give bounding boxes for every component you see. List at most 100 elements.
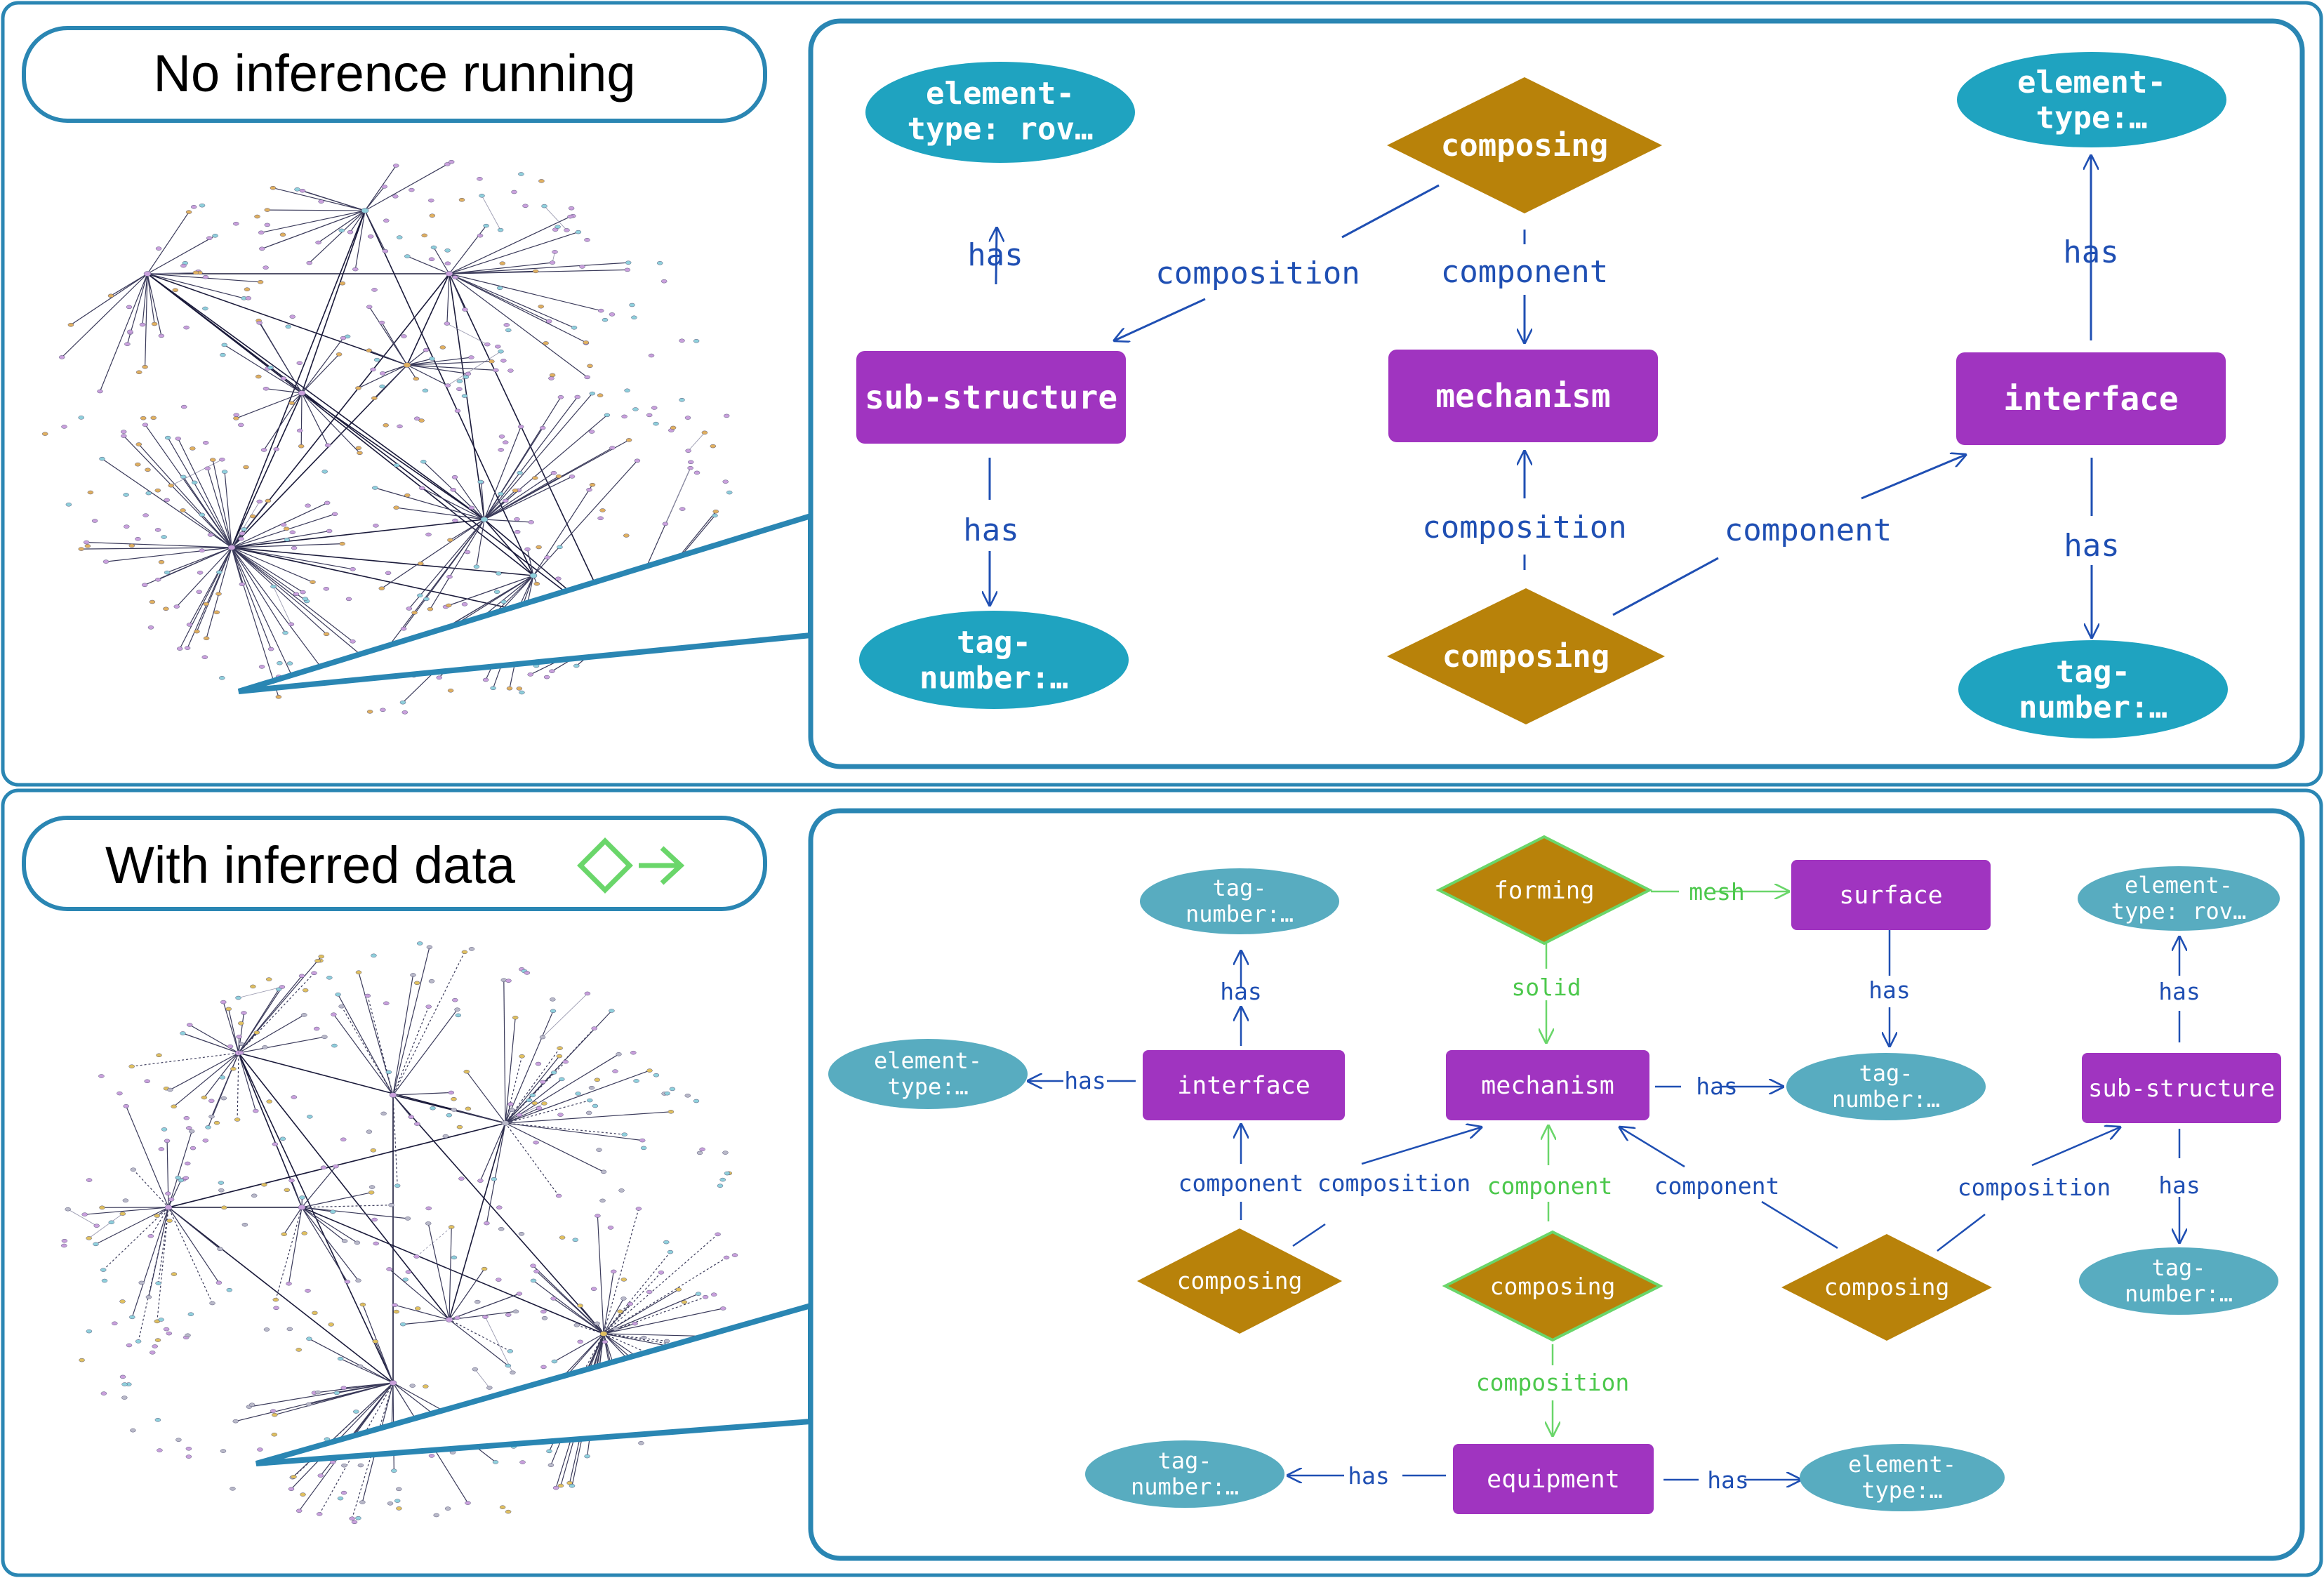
network-node [397, 424, 403, 429]
label-component-left: component [1178, 1169, 1304, 1197]
network-edge [449, 1293, 520, 1320]
node-composing-top-label: composing [1441, 128, 1608, 164]
network-edge [61, 273, 148, 358]
node-forming-label: forming [1494, 877, 1594, 905]
network-node [91, 519, 98, 523]
network-edge [131, 1207, 169, 1318]
network-node [154, 1418, 161, 1422]
network-node [215, 592, 222, 596]
network-node [502, 440, 509, 444]
network-node [396, 235, 403, 239]
network-edge [147, 273, 155, 324]
network-node [461, 950, 468, 955]
network-edge [484, 500, 506, 520]
network-node [182, 1176, 190, 1180]
network-edge [224, 472, 232, 548]
network-node [218, 1181, 225, 1185]
network-edge [309, 210, 366, 264]
network-node [340, 336, 347, 340]
network-edge [368, 306, 408, 366]
network-node [378, 586, 385, 590]
network-edge [147, 273, 408, 366]
network-node [446, 1113, 453, 1118]
network-edge [301, 1207, 345, 1242]
network-node [451, 1096, 457, 1101]
network-node [61, 1243, 67, 1248]
network-edge [484, 519, 534, 576]
network-node [138, 1280, 145, 1285]
label-composition-left: composition [1317, 1169, 1471, 1197]
network-node [621, 1132, 628, 1136]
network-node [410, 973, 416, 977]
network-edge [238, 986, 283, 998]
network-node [679, 397, 685, 402]
network-node [498, 448, 504, 452]
network-node [100, 1268, 107, 1272]
network-edge [364, 161, 452, 211]
network-edge [189, 547, 232, 625]
network-edge [133, 1169, 169, 1208]
network-node [176, 647, 183, 651]
network-node [121, 434, 127, 438]
network-edge [99, 273, 148, 392]
network-node [234, 1118, 241, 1122]
network-node [302, 597, 309, 601]
network-node [627, 1301, 634, 1306]
network-node [164, 1139, 171, 1143]
node-composing-bottom-label: composing [1442, 639, 1609, 675]
network-node [396, 1487, 402, 1492]
network-node [446, 574, 453, 579]
network-node [152, 1344, 158, 1348]
network-node [426, 945, 433, 950]
network-node [158, 1318, 164, 1322]
network-node [588, 430, 595, 434]
network-node [591, 1026, 597, 1030]
network-node [417, 593, 423, 598]
network-node [462, 307, 468, 312]
network-node [213, 1120, 220, 1125]
network-edge [275, 1207, 303, 1300]
network-node [371, 953, 377, 958]
network-node [425, 532, 432, 537]
network-node [331, 512, 338, 517]
network-node [367, 234, 374, 239]
network-edge [238, 975, 303, 1054]
label-composition-down: composition [1476, 1369, 1630, 1396]
network-node [263, 386, 270, 391]
network-node [444, 248, 451, 253]
network-node [61, 425, 67, 429]
network-edge [231, 547, 327, 635]
network-node [196, 590, 202, 594]
network-node [679, 338, 685, 343]
network-edge [157, 547, 232, 581]
network-edge [318, 210, 366, 243]
network-node [301, 1231, 307, 1235]
network-edge [364, 165, 397, 211]
network-node [490, 686, 496, 691]
label-has-surface: has [1868, 976, 1911, 1004]
network-node [379, 371, 386, 376]
network-node [129, 1315, 135, 1320]
network-node [280, 522, 287, 527]
network-node [81, 1212, 88, 1216]
network-edge [231, 547, 353, 570]
network-node [364, 993, 371, 998]
network-edge [505, 1056, 560, 1124]
network-node [401, 710, 409, 715]
network-node [423, 347, 430, 352]
network-node [65, 1207, 71, 1212]
network-node [609, 446, 616, 450]
network-edge [231, 210, 366, 548]
network-node [318, 199, 324, 204]
network-node [559, 1077, 565, 1082]
network-node [693, 470, 700, 475]
network-edge [450, 519, 485, 541]
network-edge [231, 547, 272, 649]
network-edge [519, 1103, 545, 1115]
network-node [154, 488, 161, 493]
network-node [233, 221, 239, 226]
network-edge [178, 438, 232, 548]
network-node [213, 610, 220, 615]
network-node [557, 395, 564, 399]
network-node [641, 1335, 647, 1340]
